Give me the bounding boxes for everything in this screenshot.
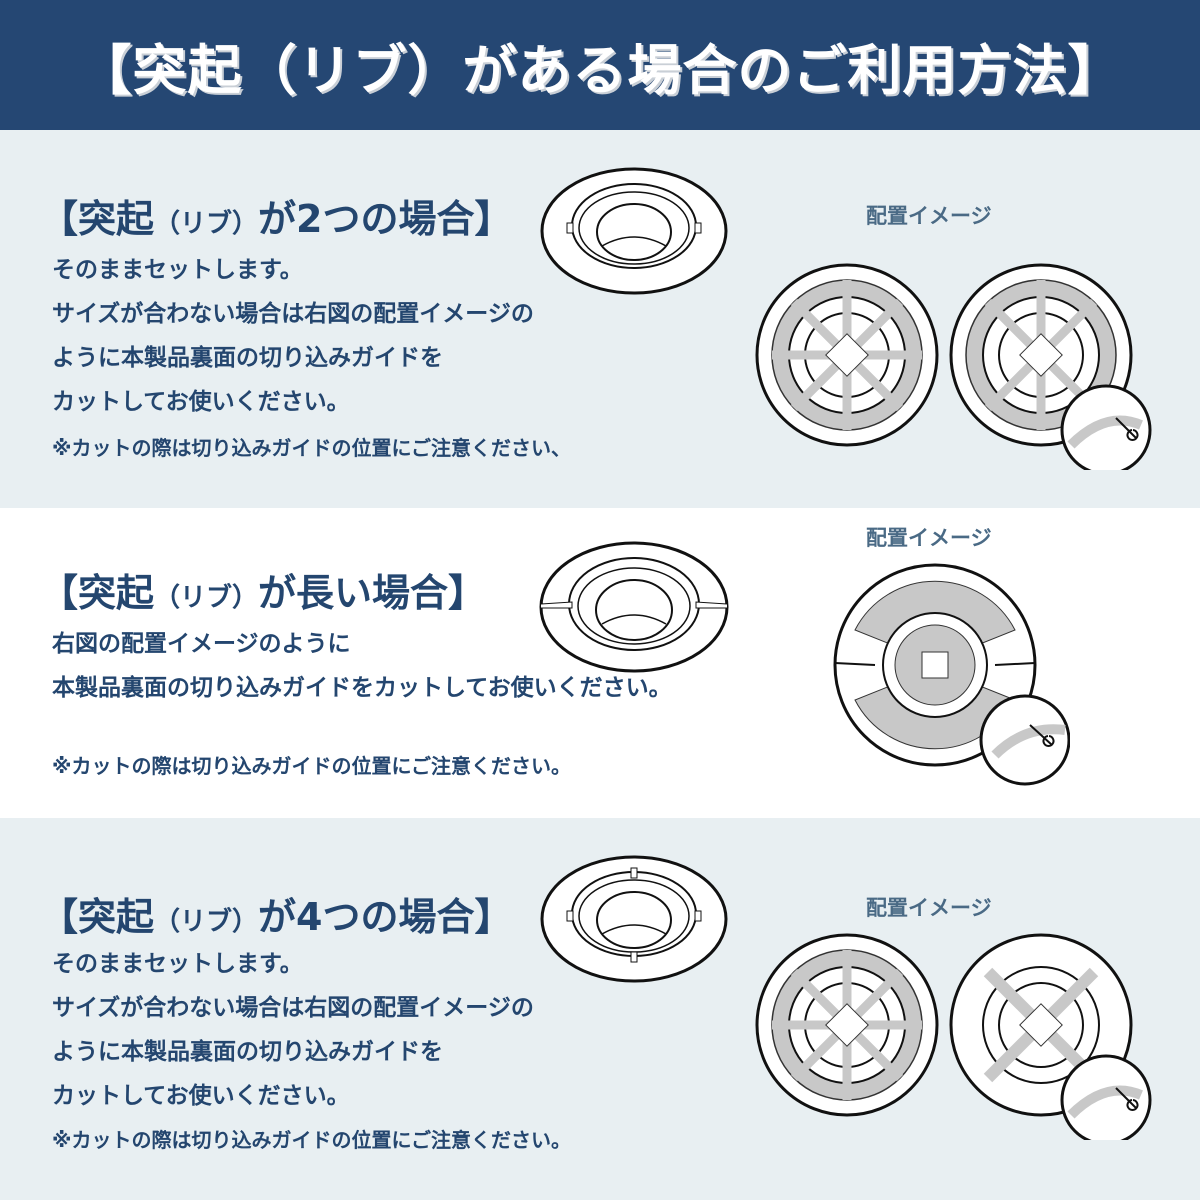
- placement-caption: 配置イメージ: [866, 526, 992, 550]
- page-title: 【突起（リブ）がある場合のご利用方法】: [77, 38, 1123, 102]
- section-title: 【突起（リブ）が長い場合】: [40, 571, 487, 615]
- section-body: 右図の配置イメージのように本製品裏面の切り込みガイドをカットしてお使いください。: [52, 631, 672, 701]
- drain-rib-two-icon: [540, 167, 728, 295]
- drain-rib-four-icon: [540, 855, 728, 983]
- placement-image-cut: [949, 263, 1152, 470]
- page-header: 【突起（リブ）がある場合のご利用方法】: [0, 0, 1200, 130]
- section-title: 【突起（リブ）が4つの場合】: [40, 895, 513, 939]
- placement-image-long: [833, 563, 1070, 786]
- placement-caption: 配置イメージ: [866, 204, 992, 228]
- placement-caption: 配置イメージ: [866, 896, 992, 920]
- placement-image-fit: [755, 933, 939, 1117]
- section-body: そのままセットします。サイズが合わない場合は右図の配置イメージのように本製品裏面…: [52, 951, 534, 1109]
- section-two-ribs: 【突起（リブ）が2つの場合】 そのままセットします。サイズが合わない場合は右図の…: [0, 130, 1200, 508]
- placement-image-cut: [949, 933, 1152, 1140]
- section-title: 【突起（リブ）が2つの場合】: [40, 197, 513, 241]
- caution-note: ※カットの際は切り込みガイドの位置にご注意ください、: [52, 436, 572, 460]
- section-body: そのままセットします。サイズが合わない場合は右図の配置イメージのように本製品裏面…: [52, 257, 534, 415]
- drain-rib-long-icon: [539, 541, 729, 673]
- section-long-rib: 【突起（リブ）が長い場合】 右図の配置イメージのように本製品裏面の切り込みガイド…: [0, 508, 1200, 818]
- caution-note: ※カットの際は切り込みガイドの位置にご注意ください。: [52, 1128, 572, 1152]
- section-four-ribs: 【突起（リブ）が4つの場合】 そのままセットします。サイズが合わない場合は右図の…: [0, 818, 1200, 1200]
- placement-image-fit: [755, 263, 939, 447]
- caution-note: ※カットの際は切り込みガイドの位置にご注意ください。: [52, 754, 572, 778]
